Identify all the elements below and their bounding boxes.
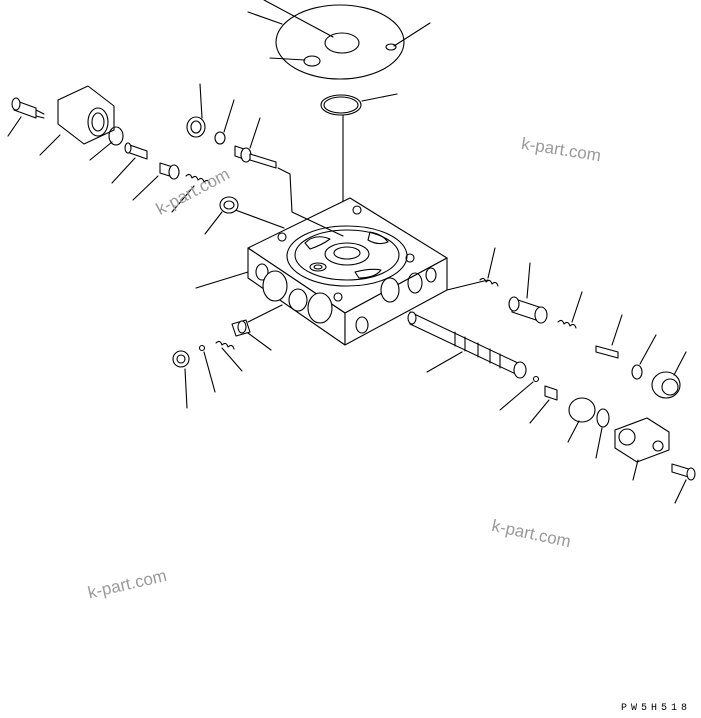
left-flange-assembly <box>7 85 239 235</box>
drawing-code: PW5H518 <box>620 703 691 714</box>
right-upper-parts <box>446 247 687 399</box>
left-lower-parts <box>172 304 283 409</box>
cover-plate <box>247 0 431 80</box>
spool <box>407 311 527 379</box>
valve-body <box>195 197 448 346</box>
top-center-parts <box>186 83 344 237</box>
right-lower-parts <box>499 375 696 504</box>
